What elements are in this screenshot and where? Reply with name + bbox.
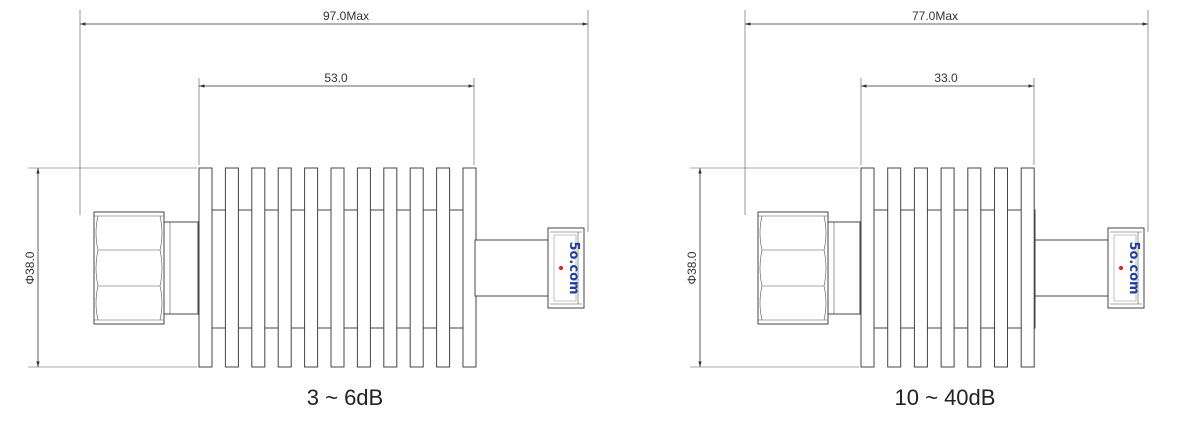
overall-length-dimension: 97.0Max [79, 9, 589, 232]
cooling-fin [409, 167, 424, 368]
brand-logo: 5o.com [1126, 241, 1141, 294]
diameter-dimension: Φ38.0 [23, 167, 197, 368]
overall-length-label: 77.0Max [912, 9, 958, 23]
diameter-label: Φ38.0 [23, 251, 37, 284]
cooling-fin [994, 167, 1008, 368]
brand-logo: 5o.com [566, 241, 581, 294]
heat-sink [198, 167, 477, 368]
hex-connector [757, 211, 861, 325]
output-connector: 5o.com [1034, 227, 1145, 309]
logo-dot [559, 266, 563, 270]
cooling-fin [887, 167, 902, 368]
cooling-fin [462, 167, 477, 368]
diameter-label: Φ38.0 [685, 251, 699, 284]
output-connector: 5o.com [474, 227, 585, 309]
cooling-fin [277, 167, 292, 368]
overall-length-dimension: 77.0Max [744, 9, 1149, 232]
drawing-3-6db: 97.0Max 53.0 Φ38.0 [23, 9, 589, 410]
heat-sink [860, 167, 1036, 368]
finned-length-dimension: 53.0 [198, 71, 475, 165]
cooling-fin [1020, 167, 1035, 368]
cooling-fin [224, 167, 239, 368]
cooling-fin [198, 167, 213, 368]
cooling-fin [251, 167, 266, 368]
cooling-fin [913, 167, 928, 368]
cooling-fin [940, 167, 955, 368]
cooling-fin [436, 167, 451, 368]
logo-dot [1119, 266, 1123, 270]
hex-connector [93, 211, 199, 325]
attenuation-caption: 10 ~ 40dB [895, 385, 996, 410]
cooling-fin [330, 167, 345, 368]
diameter-dimension: Φ38.0 [685, 167, 859, 368]
cooling-fin [860, 167, 875, 368]
cooling-fin [383, 167, 398, 368]
finned-length-label: 53.0 [324, 71, 348, 85]
cooling-fin [356, 167, 371, 368]
cooling-fin [967, 167, 982, 368]
finned-length-label: 33.0 [934, 71, 958, 85]
overall-length-label: 97.0Max [323, 9, 369, 23]
finned-length-dimension: 33.0 [860, 71, 1035, 165]
attenuation-caption: 3 ~ 6dB [307, 385, 383, 410]
cooling-fin [304, 167, 319, 368]
drawing-10-40db: 77.0Max 33.0 Φ38.0 [685, 9, 1149, 410]
